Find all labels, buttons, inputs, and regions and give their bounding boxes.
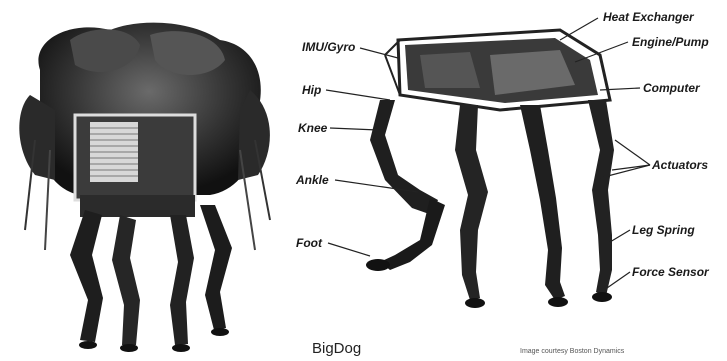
leader-foot: [328, 243, 370, 256]
figure-caption: BigDog: [312, 340, 361, 357]
leader-actuators-2: [612, 165, 650, 170]
label-knee: Knee: [298, 121, 327, 135]
label-foot: Foot: [296, 236, 322, 250]
label-engine-pump: Engine/Pump: [632, 35, 709, 49]
leader-heat-exchanger: [560, 18, 598, 40]
leader-hip: [326, 90, 390, 100]
image-credit: Image courtesy Boston Dynamics: [520, 348, 624, 355]
label-heat-exchanger: Heat Exchanger: [603, 10, 694, 24]
label-force-sensor: Force Sensor: [632, 265, 709, 279]
label-imu-gyro: IMU/Gyro: [302, 40, 355, 54]
label-leg-spring: Leg Spring: [632, 223, 695, 237]
label-hip: Hip: [302, 83, 321, 97]
leader-imu-gyro: [360, 48, 398, 58]
label-computer: Computer: [643, 81, 700, 95]
leader-knee: [330, 128, 378, 130]
leader-actuators-1: [615, 140, 650, 165]
label-ankle: Ankle: [296, 173, 329, 187]
label-actuators: Actuators: [652, 158, 708, 172]
